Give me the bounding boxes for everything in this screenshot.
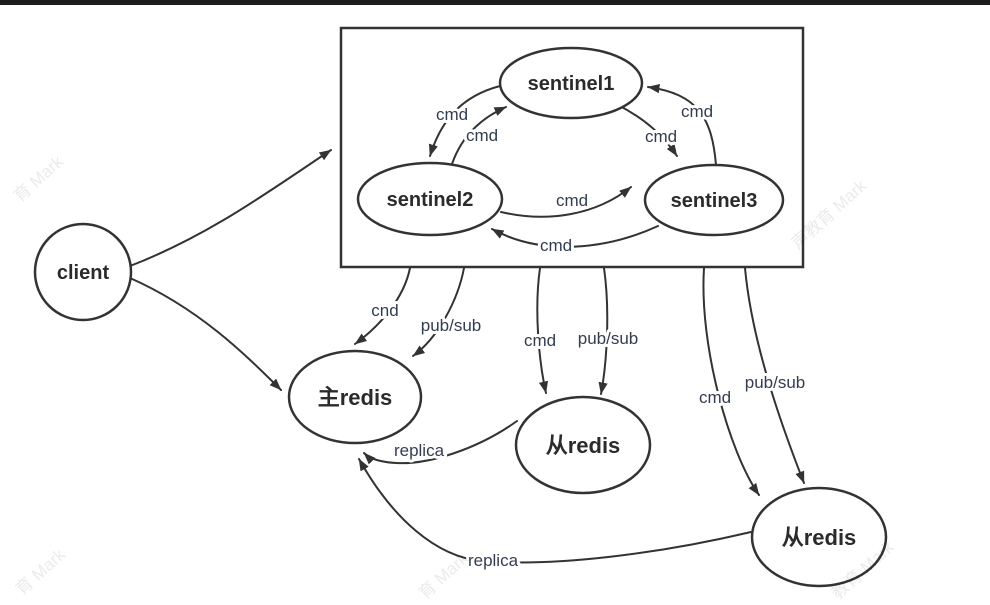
watermark-text: 育 Mark	[10, 152, 67, 206]
edge-label-replica: replica	[394, 441, 445, 460]
arrow-client-to-master-redis	[129, 277, 282, 391]
arrow-sentinels-to-slave1-pubsub	[598, 267, 609, 395]
edge-label-cmd: cmd	[436, 105, 468, 124]
edge-label-pubsub: pub/sub	[578, 329, 639, 348]
client-edges	[129, 149, 332, 391]
replica-edges: replica replica	[358, 420, 752, 573]
slave-redis-1-label: 从redis	[546, 433, 621, 458]
node-client: client	[33, 222, 133, 322]
edge-label-cmd: cmd	[540, 236, 572, 255]
client-circle	[33, 222, 133, 322]
edge-label-pubsub: pub/sub	[745, 373, 806, 392]
arrow-sentinels-to-slave2-pubsub	[744, 267, 805, 484]
sentinel3-label: sentinel3	[671, 190, 758, 212]
sentinel3-ellipse	[643, 163, 785, 237]
edge-label-cmd: cmd	[524, 331, 556, 350]
node-slave-redis-2: 从redis	[750, 486, 888, 588]
edge-label-cmd: cmd	[556, 191, 588, 210]
sentinel2-ellipse	[356, 161, 504, 237]
watermark-text: 育 Mark	[12, 545, 69, 599]
master-redis-label: 主redis	[318, 385, 393, 410]
sentinel-to-redis-edges: cnd pub/sub cmd pub/sub cmd pub/sub	[354, 267, 808, 496]
arrow-sentinel3-to-sentinel2	[491, 225, 659, 248]
slave-redis-2-label: 从redis	[782, 525, 857, 550]
arrow-slave1-to-master-replica	[363, 420, 518, 465]
watermark-text: 声教育 Mark	[788, 176, 871, 253]
arrow-sentinel1-to-sentinel2	[428, 85, 501, 157]
arrow-sentinels-to-slave1-cmd	[536, 267, 548, 394]
edge-label-cmd: cmd	[681, 102, 713, 121]
arrow-sentinels-to-master-cmd	[354, 267, 411, 345]
edge-label-cmd: cmd	[699, 388, 731, 407]
edge-label-cmd: cmd	[466, 126, 498, 145]
arrow-client-to-sentinel-box	[129, 149, 332, 267]
arrow-sentinels-to-slave2-cmd	[702, 267, 760, 496]
arrow-sentinel1-to-sentinel3	[617, 104, 678, 157]
edge-label-cnd: cnd	[371, 301, 398, 320]
top-border-bar	[0, 0, 990, 5]
node-slave-redis-1: 从redis	[514, 395, 652, 495]
arrow-slave2-to-master-replica	[358, 458, 752, 564]
arrow-sentinel2-to-sentinel3	[500, 186, 632, 218]
sentinel-group-box	[339, 26, 805, 269]
edge-label-cmd: cmd	[645, 127, 677, 146]
node-sentinel1: sentinel1	[498, 46, 644, 120]
sentinel1-label: sentinel1	[528, 73, 615, 95]
edge-label-pubsub: pub/sub	[421, 316, 482, 335]
sentinel2-label: sentinel2	[387, 189, 474, 211]
master-redis-ellipse	[287, 349, 423, 445]
arrow-sentinel2-to-sentinel1	[451, 106, 507, 165]
slave-redis-2-ellipse	[750, 486, 888, 588]
slave-redis-1-ellipse	[514, 395, 652, 495]
sentinel1-ellipse	[498, 46, 644, 120]
edge-label-replica: replica	[468, 551, 519, 570]
node-sentinel2: sentinel2	[356, 161, 504, 237]
watermark-text: 育 Mark	[415, 549, 472, 603]
sentinel-internal-edges: cmd cmd cmd cmd cmd cmd	[428, 84, 717, 258]
arrow-sentinel3-to-sentinel1	[647, 84, 717, 166]
arrow-sentinels-to-master-pubsub	[412, 267, 465, 357]
node-sentinel3: sentinel3	[643, 163, 785, 237]
node-master-redis: 主redis	[287, 349, 423, 445]
client-label: client	[57, 262, 110, 284]
